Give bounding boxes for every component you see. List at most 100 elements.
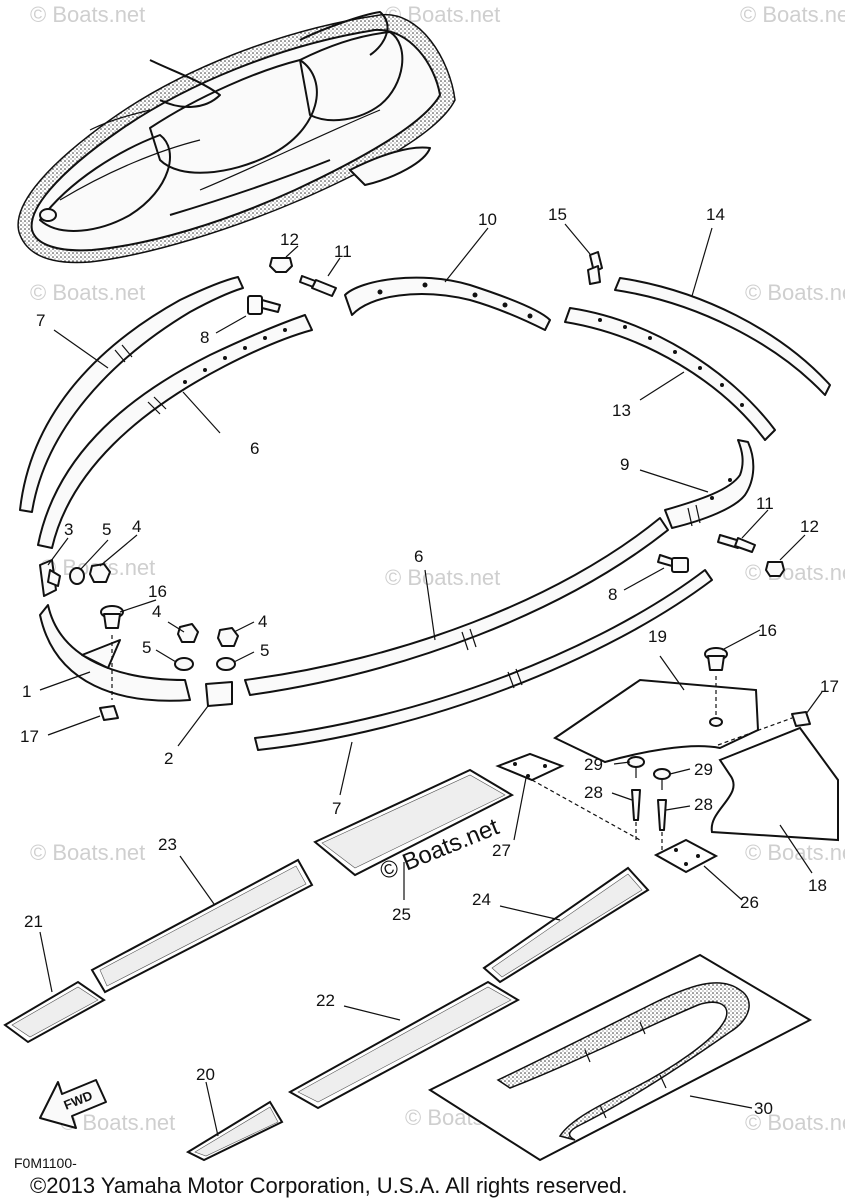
callout-4: 4 <box>152 602 161 621</box>
callout-11: 11 <box>334 242 352 261</box>
part-28-rivet-a <box>631 789 641 840</box>
callout-23: 23 <box>158 835 177 854</box>
watermark-text: © Boats.net <box>60 1110 175 1135</box>
part-16-grommet-left <box>100 605 124 700</box>
part-5-washer-mid-a <box>174 657 194 671</box>
part-25-mat <box>313 768 515 877</box>
part-7-upper-strip <box>19 276 244 513</box>
part-17-clip-right <box>717 711 811 746</box>
part-4-nut-mid-b <box>217 627 239 647</box>
callout-12: 12 <box>280 230 299 249</box>
watermark-text: © Boats.net <box>30 280 145 305</box>
figure-code: F0M1100- <box>14 1155 77 1171</box>
part-29-screw-a <box>627 756 645 778</box>
callout-7: 7 <box>332 799 341 818</box>
part-18-mat <box>710 726 839 842</box>
callout-2: 2 <box>164 749 173 768</box>
part-30-mat-kit <box>427 953 813 1162</box>
part-26-plate <box>653 838 719 874</box>
part-22-mat <box>287 980 521 1110</box>
part-4-nut-mid-a <box>177 623 199 643</box>
callout-20: 20 <box>196 1065 215 1084</box>
callout-12: 12 <box>800 517 819 536</box>
watermark-text: © Boats.net <box>30 2 145 27</box>
watermark-text: © Boats.net <box>745 280 845 305</box>
watermarks: © Boats.net © Boats.net © Boats.net © Bo… <box>30 2 845 1135</box>
part-7-lower-strip <box>254 569 713 751</box>
callout-24: 24 <box>472 890 491 909</box>
callout-8: 8 <box>200 328 209 347</box>
part-12-lower-nut <box>765 561 785 577</box>
part-20-mat <box>185 1100 284 1162</box>
watermark-text: © Boats.net <box>740 2 845 27</box>
callout-8: 8 <box>608 585 617 604</box>
watermark-text: © Boats.net <box>385 565 500 590</box>
callout-3: 3 <box>64 520 73 539</box>
callout-5: 5 <box>142 638 151 657</box>
part-9-corner <box>664 439 755 529</box>
part-4-nut-left <box>89 563 111 583</box>
part-14-strip <box>614 277 831 396</box>
callout-22: 22 <box>316 991 335 1010</box>
callout-7: 7 <box>36 311 45 330</box>
callout-28: 28 <box>584 783 603 802</box>
part-1-corner-strip <box>39 604 191 702</box>
callout-14: 14 <box>706 205 725 224</box>
part-11-lower-rivet <box>717 534 756 553</box>
watercraft-illustration <box>17 11 456 264</box>
part-2-spacer <box>205 681 233 707</box>
callout-21: 21 <box>24 912 43 931</box>
callout-28: 28 <box>694 795 713 814</box>
part-5-washer-mid-b <box>216 657 236 671</box>
part-21-mat <box>3 980 106 1044</box>
part-10-bracket <box>344 276 551 331</box>
part-24-mat <box>482 866 650 984</box>
callout-6: 6 <box>414 547 423 566</box>
callout-5: 5 <box>102 520 111 539</box>
part-15-rivet <box>587 251 603 285</box>
part-29-screw-b <box>653 768 671 790</box>
callout-15: 15 <box>548 205 567 224</box>
part-28-rivet-b <box>657 799 667 850</box>
callout-25: 25 <box>392 905 411 924</box>
part-6-upper-strip <box>37 314 313 549</box>
callout-30: 30 <box>754 1099 773 1118</box>
part-17-clip-left <box>99 705 119 721</box>
callout-10: 10 <box>478 210 497 229</box>
callout-17: 17 <box>20 727 39 746</box>
watermark-text: © Boats.net <box>745 840 845 865</box>
part-6-lower-strip <box>244 517 669 696</box>
part-5-washer-left <box>69 567 85 585</box>
callout-29: 29 <box>694 760 713 779</box>
watermark-text: © Boats.net <box>30 840 145 865</box>
part-11-rivet <box>299 275 337 297</box>
callout-26: 26 <box>740 893 759 912</box>
part-19-mat <box>553 678 760 764</box>
part-23-mat <box>90 858 314 994</box>
callout-11: 11 <box>756 494 774 513</box>
part-27-plate <box>495 752 641 841</box>
callout-27: 27 <box>492 841 511 860</box>
callout-9: 9 <box>620 455 629 474</box>
part-3-bracket <box>39 559 61 597</box>
copyright-text: ©2013 Yamaha Motor Corporation, U.S.A. A… <box>30 1173 627 1198</box>
callout-19: 19 <box>648 627 667 646</box>
watermark-text: © Boats.net <box>745 1110 845 1135</box>
part-12-nut <box>269 257 293 273</box>
callout-1: 1 <box>22 682 31 701</box>
part-8-bolt <box>247 295 281 315</box>
leader-lines <box>39 223 823 1137</box>
watermark-text: © Boats.net <box>745 560 845 585</box>
part-13-strip <box>564 307 776 441</box>
callout-17: 17 <box>820 677 839 696</box>
callout-4: 4 <box>132 517 141 536</box>
callout-4: 4 <box>258 612 267 631</box>
callout-5: 5 <box>260 641 269 660</box>
callout-16: 16 <box>148 582 167 601</box>
callout-13: 13 <box>612 401 631 420</box>
part-16-grommet-right <box>704 647 728 716</box>
part-8-lower-bolt <box>657 554 689 573</box>
forward-arrow-icon: FWD <box>39 1079 107 1129</box>
callout-6: 6 <box>250 439 259 458</box>
